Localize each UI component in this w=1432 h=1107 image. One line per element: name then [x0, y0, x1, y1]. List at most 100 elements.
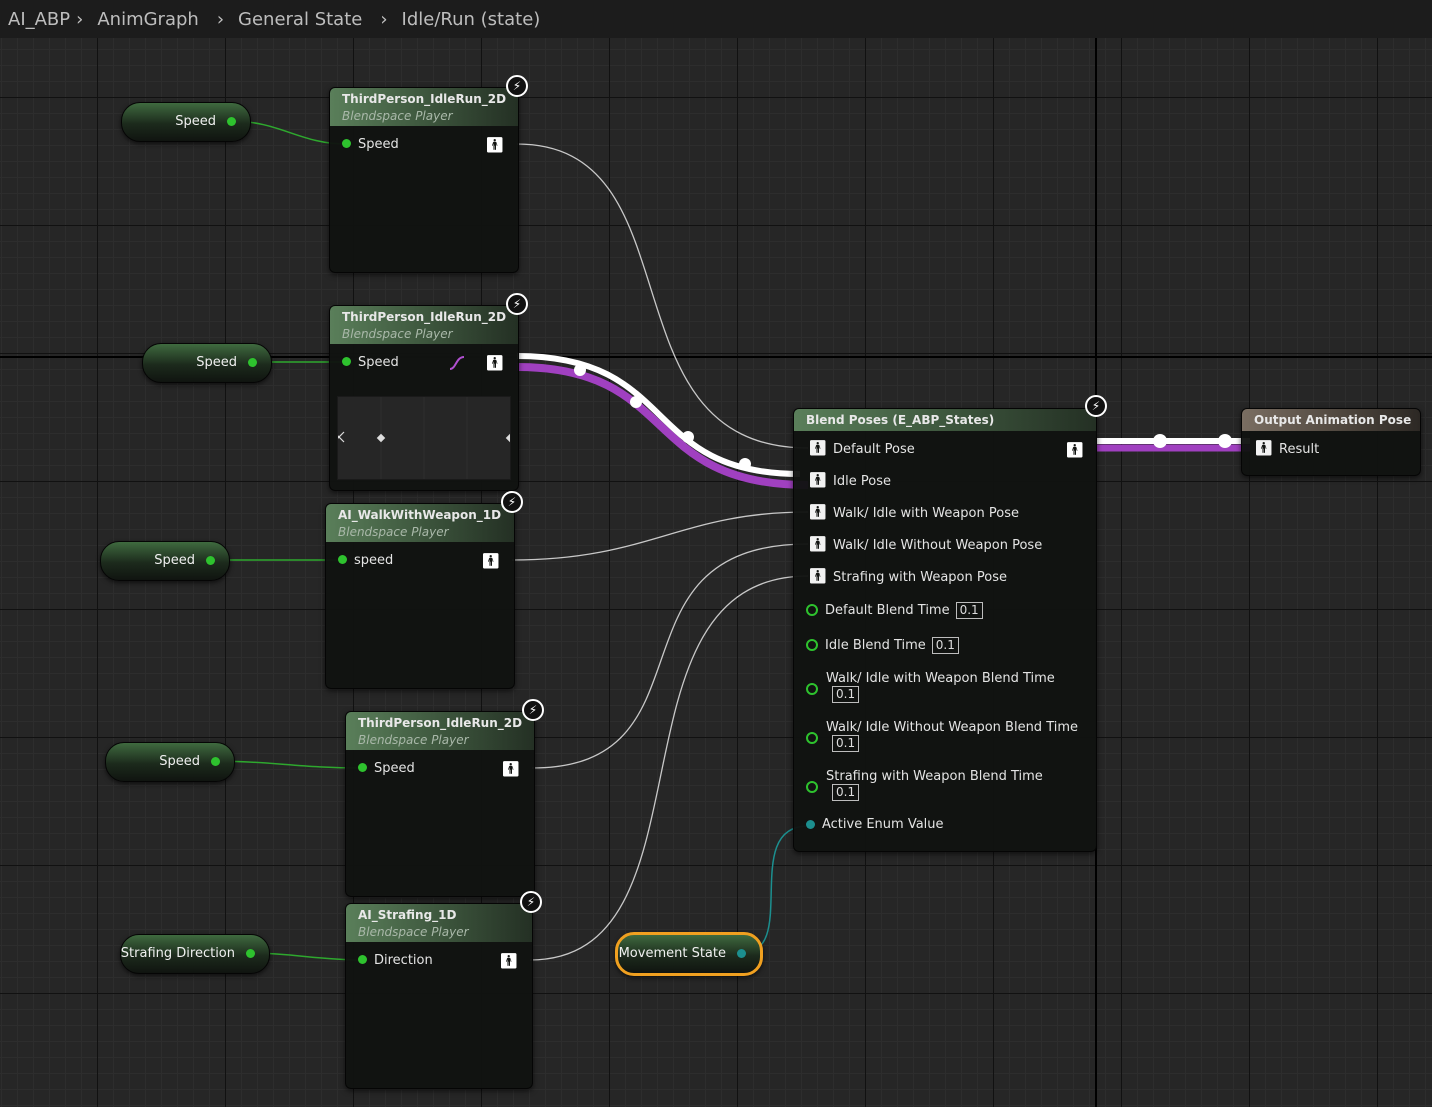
blend-time-input[interactable]: 0.1 [832, 735, 860, 752]
pose-pin-walk-without-weapon[interactable]: 🚹︎Walk/ Idle Without Weapon Pose [808, 535, 1043, 554]
breadcrumb-item-idle-run[interactable]: Idle/Run (state) [401, 8, 541, 30]
node-header: ThirdPerson_IdleRun_2D Blendspace Player [346, 712, 534, 750]
timeline-curve-icon [449, 356, 465, 370]
blendspace-node[interactable]: ThirdPerson_IdleRun_2D Blendspace Player… [345, 711, 535, 897]
pose-pin-idle[interactable]: 🚹︎Idle Pose [808, 471, 891, 490]
input-pin-speed[interactable]: Speed [358, 761, 415, 776]
pose-person-icon[interactable]: 🚹︎ [500, 760, 520, 778]
pin-label: Walk/ Idle Without Weapon Blend Time [826, 720, 1079, 735]
variable-node-speed[interactable]: Speed [100, 541, 230, 581]
output-pin[interactable] [246, 949, 255, 958]
pose-person-icon[interactable]: 🚹︎ [480, 552, 500, 570]
result-pin[interactable]: 🚹︎Result [1254, 439, 1320, 458]
node-title: AI_Strafing_1D [358, 908, 457, 922]
pin-dot[interactable] [806, 781, 818, 793]
node-header: AI_WalkWithWeapon_1D Blendspace Player [326, 504, 514, 542]
variable-node-movement-state[interactable]: Movement State [615, 932, 763, 976]
blend-time-input[interactable]: 0.1 [832, 784, 860, 801]
node-subtitle: Blendspace Player [338, 525, 449, 539]
node-title: Output Animation Pose [1254, 413, 1412, 427]
lightning-bolt-icon: ⚡︎ [501, 491, 523, 513]
input-pin-speed[interactable]: Speed [342, 355, 399, 370]
node-subtitle: Blendspace Player [358, 733, 469, 747]
pin-dot[interactable] [806, 603, 818, 616]
variable-node-speed[interactable]: Speed [105, 742, 235, 782]
breadcrumb-item-animgraph[interactable]: AnimGraph [97, 8, 199, 30]
wire-bead [1218, 434, 1232, 448]
pin-dot[interactable] [806, 683, 818, 695]
variable-label: Speed [175, 114, 216, 129]
pose-person-icon[interactable]: 🚹︎ [498, 952, 518, 970]
enum-output-pin[interactable] [737, 949, 746, 958]
node-subtitle: Blendspace Player [342, 327, 453, 341]
blend-poses-node[interactable]: Blend Poses (E_ABP_States) 🚹︎ 🚹︎Default … [793, 408, 1097, 852]
variable-label: Speed [154, 553, 195, 568]
enum-pin-active[interactable]: Active Enum Value [806, 817, 944, 832]
pin-dot[interactable] [358, 955, 367, 964]
output-animation-pose-node[interactable]: Output Animation Pose 🚹︎Result [1241, 408, 1421, 476]
blend-time-pin-walk-with-weapon[interactable]: Walk/ Idle with Weapon Blend Time 0.1 [806, 671, 1055, 703]
input-pin-speed[interactable]: speed [338, 553, 393, 568]
breadcrumb-item-abp[interactable]: AI_ABP [8, 8, 71, 30]
pin-dot[interactable] [342, 357, 351, 366]
pose-pin-strafing[interactable]: 🚹︎Strafing with Weapon Pose [808, 567, 1007, 586]
blendspace-node[interactable]: AI_Strafing_1D Blendspace Player Directi… [345, 903, 533, 1089]
pose-person-icon: 🚹︎ [808, 439, 828, 457]
node-title: Blend Poses (E_ABP_States) [806, 413, 995, 427]
pin-dot[interactable] [338, 555, 347, 564]
wire-pose-walk-without-weapon [531, 543, 809, 769]
variable-node-speed[interactable]: Speed [142, 343, 272, 383]
blendspace-grid [333, 397, 515, 479]
pin-label: Strafing with Weapon Blend Time [826, 769, 1043, 784]
variable-node-speed[interactable]: Speed [121, 102, 251, 142]
blendspace-preview [333, 396, 515, 480]
wire-bead [682, 431, 694, 443]
wire-bead [630, 396, 642, 408]
pin-dot[interactable] [806, 732, 818, 744]
pin-dot[interactable] [806, 820, 815, 829]
lightning-bolt-icon: ⚡︎ [1085, 395, 1107, 417]
blendspace-node[interactable]: ThirdPerson_IdleRun_2D Blendspace Player… [329, 305, 519, 491]
wire-speed-4 [213, 760, 363, 769]
input-pin-direction[interactable]: Direction [358, 953, 433, 968]
pose-person-icon: 🚹︎ [1254, 439, 1274, 457]
lightning-bolt-icon: ⚡︎ [506, 293, 528, 315]
wire-pose-walk-with-weapon [511, 511, 809, 561]
input-pin-speed[interactable]: Speed [342, 137, 399, 152]
node-subtitle: Blendspace Player [342, 109, 453, 123]
pin-dot[interactable] [342, 139, 351, 148]
blend-time-input[interactable]: 0.1 [832, 686, 860, 703]
variable-node-strafing-direction[interactable]: Strafing Direction [120, 934, 270, 974]
output-pin[interactable] [248, 358, 257, 367]
blend-time-pin-walk-without-weapon[interactable]: Walk/ Idle Without Weapon Blend Time 0.1 [806, 720, 1078, 752]
pose-person-icon[interactable]: 🚹︎ [1064, 441, 1084, 459]
pin-dot[interactable] [358, 763, 367, 772]
blendspace-node[interactable]: ThirdPerson_IdleRun_2D Blendspace Player… [329, 87, 519, 273]
pose-pin-default[interactable]: 🚹︎Default Pose [808, 439, 915, 458]
output-pin[interactable] [206, 556, 215, 565]
variable-label: Strafing Direction [120, 946, 235, 961]
blendspace-node[interactable]: AI_WalkWithWeapon_1D Blendspace Player s… [325, 503, 515, 689]
pose-person-icon[interactable]: 🚹︎ [484, 354, 504, 372]
node-header: AI_Strafing_1D Blendspace Player [346, 904, 532, 942]
variable-label: Speed [196, 355, 237, 370]
node-title: ThirdPerson_IdleRun_2D [342, 310, 507, 324]
pose-person-icon[interactable]: 🚹︎ [484, 136, 504, 154]
pose-person-icon: 🚹︎ [808, 471, 828, 489]
output-pin[interactable] [211, 757, 220, 766]
blend-time-input[interactable]: 0.1 [955, 602, 983, 619]
blend-time-pin-strafing[interactable]: Strafing with Weapon Blend Time 0.1 [806, 769, 1043, 801]
output-pin[interactable] [227, 117, 236, 126]
wire-bead [739, 458, 751, 470]
pose-pin-walk-with-weapon[interactable]: 🚹︎Walk/ Idle with Weapon Pose [808, 503, 1019, 522]
wire-pose-strafing [529, 575, 809, 961]
breadcrumb-item-general-state[interactable]: General State [238, 8, 363, 30]
pose-person-icon: 🚹︎ [808, 503, 828, 521]
blend-time-input[interactable]: 0.1 [931, 637, 959, 654]
node-title: ThirdPerson_IdleRun_2D [358, 716, 523, 730]
pin-dot[interactable] [806, 638, 818, 651]
node-header: ThirdPerson_IdleRun_2D Blendspace Player [330, 306, 518, 344]
